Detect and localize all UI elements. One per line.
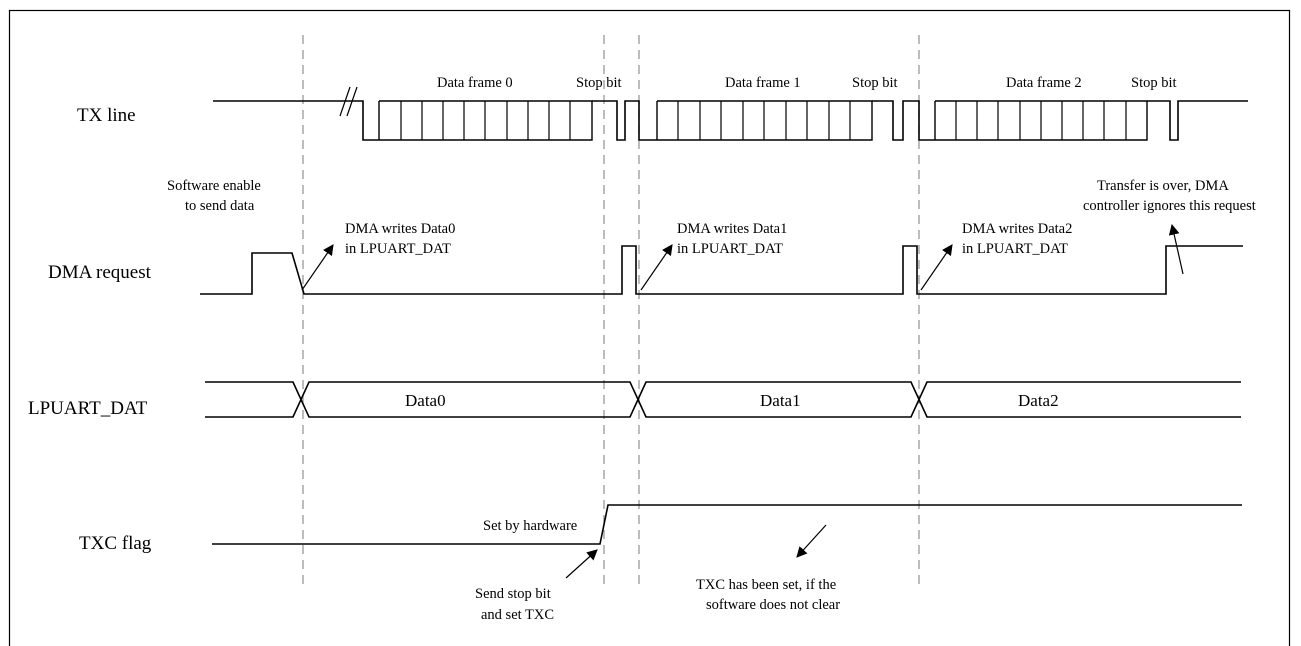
tx-line-label: TX line — [77, 105, 136, 126]
lpuart-dat-label: LPUART_DAT — [28, 398, 148, 419]
frame-2-label: Data frame 2 — [1006, 75, 1082, 91]
dma-write-2-text-2: in LPUART_DAT — [962, 241, 1068, 257]
software-enable-text-1: Software enable — [167, 178, 261, 194]
txc-flag-label: TXC flag — [79, 533, 152, 554]
txc-set-text-2: software does not clear — [706, 597, 840, 613]
dma-write-1-arrow — [640, 244, 673, 291]
txc-set-arrow — [796, 524, 827, 558]
dma-write-0-arrow — [301, 244, 334, 291]
transfer-over-text-1: Transfer is over, DMA — [1097, 178, 1229, 194]
dma-write-1-text-1: DMA writes Data1 — [677, 221, 787, 237]
frame-1-stop-label: Stop bit — [852, 75, 898, 91]
bus-value-data1: Data1 — [760, 391, 801, 410]
send-stop-text-1: Send stop bit — [475, 586, 551, 602]
dma-write-0-text-2: in LPUART_DAT — [345, 241, 451, 257]
dma-write-2-text-1: DMA writes Data2 — [962, 221, 1072, 237]
frame-1-label: Data frame 1 — [725, 75, 801, 91]
dma-write-1-text-2: in LPUART_DAT — [677, 241, 783, 257]
frame-2-stop-label: Stop bit — [1131, 75, 1177, 91]
txc-flag-waveform — [212, 504, 1242, 545]
time-markers — [302, 35, 920, 590]
dma-write-0-text-1: DMA writes Data0 — [345, 221, 455, 237]
dma-write-2-arrow — [920, 244, 953, 291]
lpuart-dat-bus-waveform — [205, 381, 1241, 418]
diagram-border — [8, 9, 1291, 646]
frame-0-label: Data frame 0 — [437, 75, 513, 91]
frame-0-stop-label: Stop bit — [576, 75, 622, 91]
bus-value-data0: Data0 — [405, 391, 446, 410]
bus-value-data2: Data2 — [1018, 391, 1059, 410]
txc-set-text-1: TXC has been set, if the — [696, 577, 836, 593]
tx-line-waveform — [213, 86, 1248, 141]
send-stop-text-2: and set TXC — [481, 607, 554, 623]
dma-request-waveform — [200, 245, 1243, 295]
set-by-hardware-text: Set by hardware — [483, 518, 577, 534]
transfer-over-arrow — [1168, 223, 1184, 275]
dma-request-label: DMA request — [48, 262, 152, 283]
send-stop-arrow — [565, 549, 598, 579]
transfer-over-text-2: controller ignores this request — [1083, 198, 1256, 214]
software-enable-text-2: to send data — [185, 198, 255, 214]
